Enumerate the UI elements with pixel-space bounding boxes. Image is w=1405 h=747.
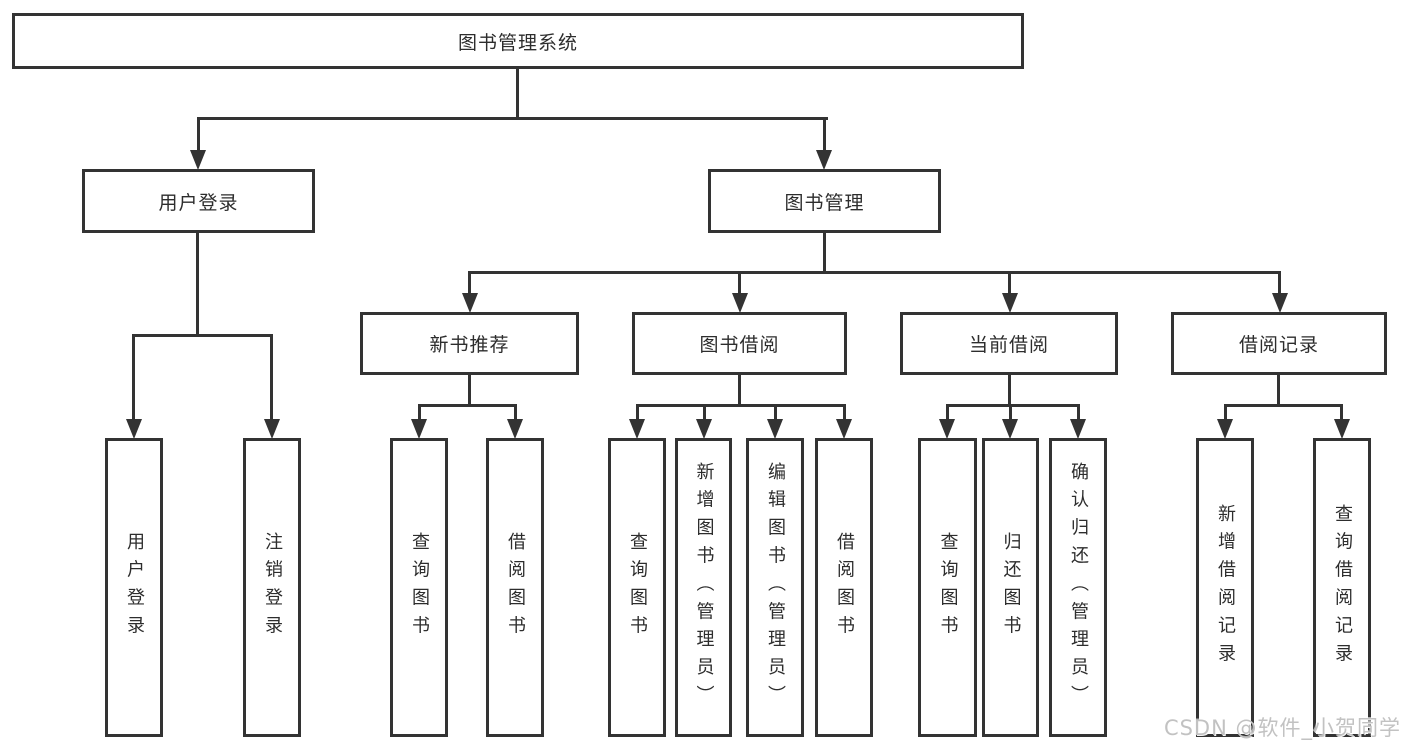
connector-line: [516, 69, 519, 119]
connector-line: [197, 117, 828, 120]
node-borrow-records: 借阅记录: [1171, 312, 1387, 375]
node-label: 当前借阅: [968, 334, 1049, 356]
arrowhead: [1070, 419, 1086, 439]
connector-line: [418, 404, 517, 407]
node-label: 用户登录: [158, 191, 239, 214]
leaf-add-book-admin: 新增图书（管理员）: [675, 438, 732, 737]
node-user-login: 用户登录: [82, 169, 315, 233]
leaf-query-books-recommend: 查询图书: [390, 438, 448, 737]
arrowhead: [126, 419, 142, 439]
node-label: 新书推荐: [429, 334, 510, 356]
node-label: 图书借阅: [699, 334, 780, 356]
connector-line: [197, 117, 200, 153]
node-label: 新增图书（管理员）: [693, 461, 715, 714]
arrowhead: [1334, 419, 1350, 439]
leaf-query-books-borrow: 查询图书: [608, 438, 666, 737]
node-label: 图书管理系统: [457, 31, 578, 54]
node-label: 图书管理: [784, 191, 865, 214]
arrowhead: [816, 150, 832, 170]
leaf-query-books-current: 查询图书: [918, 438, 977, 737]
leaf-borrow-books-recommend: 借阅图书: [486, 438, 544, 737]
arrowhead: [939, 419, 955, 439]
connector-line: [738, 375, 741, 406]
connector-line: [738, 271, 741, 294]
node-label: 编辑图书（管理员）: [765, 461, 786, 714]
arrowhead: [264, 419, 280, 439]
node-label: 查询图书: [627, 531, 648, 644]
connector-line: [1278, 271, 1281, 294]
watermark: CSDN @软件_小贺同学: [1163, 716, 1401, 740]
arrowhead: [732, 293, 748, 313]
node-label: 借阅图书: [834, 531, 855, 644]
connector-line: [1008, 271, 1011, 294]
connector-line: [270, 334, 273, 420]
node-label: 查询图书: [409, 531, 430, 644]
arrowhead: [462, 293, 478, 313]
leaf-user-login: 用户登录: [105, 438, 163, 737]
arrowhead: [411, 419, 427, 439]
connector-line: [636, 404, 846, 407]
arrowhead: [629, 419, 645, 439]
arrowhead: [696, 419, 712, 439]
connector-line: [132, 334, 135, 420]
connector-line: [1277, 375, 1280, 406]
connector-line: [1008, 375, 1011, 406]
leaf-add-borrow-record: 新增借阅记录: [1196, 438, 1254, 737]
arrowhead: [836, 419, 852, 439]
node-label: 借阅图书: [505, 531, 526, 644]
connector-line: [514, 404, 517, 421]
node-label: 确认归还（管理员）: [1068, 461, 1089, 714]
node-label: 借阅记录: [1238, 334, 1319, 356]
connector-line: [132, 334, 273, 337]
arrowhead: [190, 150, 206, 170]
connector-line: [1224, 404, 1343, 407]
connector-line: [843, 404, 846, 421]
connector-line: [1340, 404, 1343, 421]
node-label: 归还图书: [1000, 531, 1022, 644]
node-label: 注销登录: [262, 531, 283, 644]
connector-line: [636, 404, 639, 421]
connector-line: [468, 375, 471, 406]
arrowhead: [1272, 293, 1288, 313]
arrowhead: [1002, 419, 1018, 439]
leaf-edit-book-admin: 编辑图书（管理员）: [746, 438, 804, 737]
connector-line: [1224, 404, 1227, 421]
connector-line: [823, 233, 826, 274]
node-library-system: 图书管理系统: [12, 13, 1024, 69]
connector-line: [1009, 404, 1012, 421]
leaf-return-book: 归还图书: [982, 438, 1039, 737]
arrowhead: [1217, 419, 1233, 439]
connector-line: [946, 404, 949, 421]
connector-line: [418, 404, 421, 421]
node-new-book-recommend: 新书推荐: [360, 312, 579, 375]
connector-line: [946, 404, 1080, 407]
node-label: 查询借阅记录: [1332, 503, 1353, 672]
node-label: 查询图书: [937, 531, 959, 644]
arrowhead: [767, 419, 783, 439]
connector-line: [1077, 404, 1080, 421]
node-label: 用户登录: [124, 531, 145, 644]
arrowhead: [1002, 293, 1018, 313]
connector-line: [468, 271, 471, 294]
leaf-borrow-books-borrow: 借阅图书: [815, 438, 873, 737]
connector-line: [196, 233, 199, 336]
arrowhead: [507, 419, 523, 439]
node-label: 新增借阅记录: [1215, 503, 1236, 672]
connector-line: [468, 271, 1280, 274]
node-book-management: 图书管理: [708, 169, 941, 233]
node-current-borrow: 当前借阅: [900, 312, 1118, 375]
node-book-borrow: 图书借阅: [632, 312, 847, 375]
connector-line: [823, 117, 826, 153]
connector-line: [703, 404, 706, 421]
leaf-query-borrow-record: 查询借阅记录: [1313, 438, 1371, 737]
leaf-confirm-return-admin: 确认归还（管理员）: [1049, 438, 1107, 737]
connector-line: [774, 404, 777, 421]
leaf-logout-login: 注销登录: [243, 438, 301, 737]
